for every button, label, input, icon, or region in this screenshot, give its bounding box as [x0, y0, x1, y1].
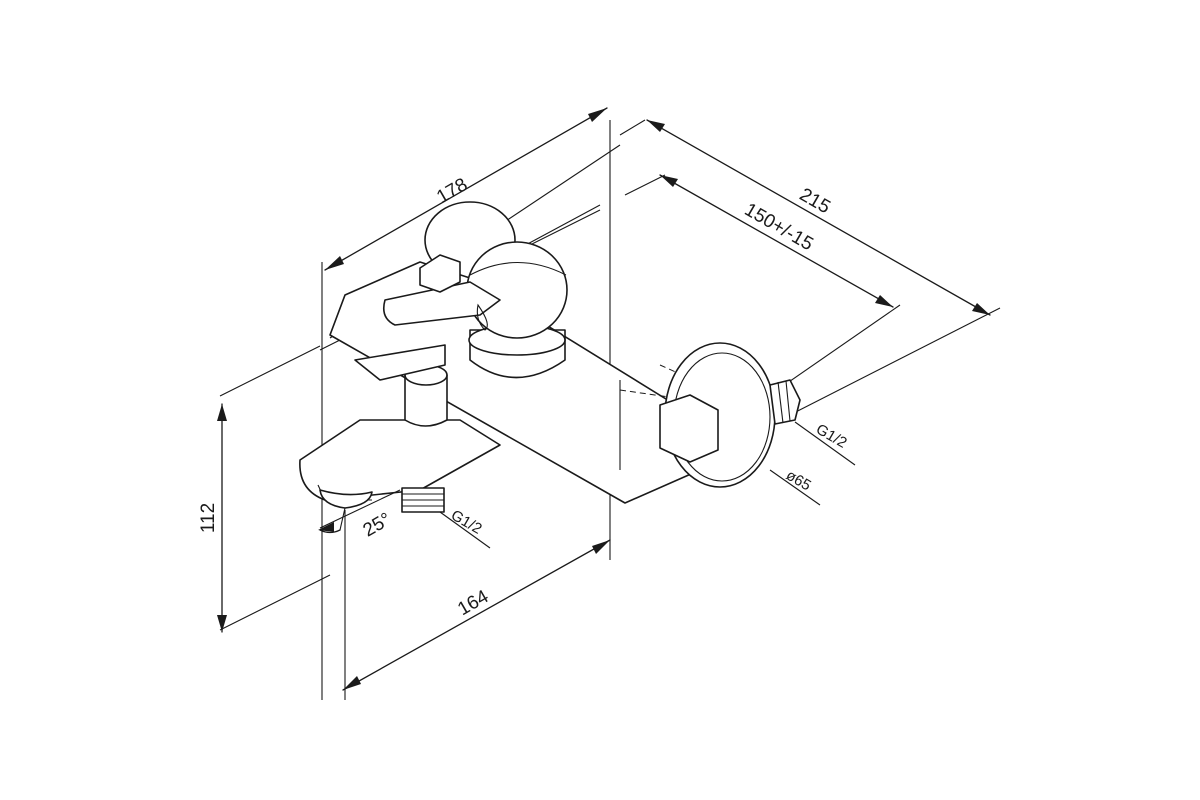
- dimension-178: 178: [324, 107, 608, 271]
- angle-label: 25°: [360, 509, 395, 542]
- wall-flange: [659, 342, 801, 488]
- callout-spout-thread: G1/2: [439, 507, 491, 549]
- flange-diameter-label: ø65: [783, 467, 814, 495]
- dimension-150: 150+/-15: [659, 174, 894, 308]
- dimension-112: 112: [198, 403, 227, 633]
- dimension-215: 215: [646, 119, 991, 316]
- wall-thread-label: G1/2: [813, 421, 850, 452]
- spout-thread: [401, 487, 445, 513]
- dim-label-164: 164: [454, 586, 492, 620]
- spout-thread-label: G1/2: [448, 507, 485, 538]
- dim-label-112: 112: [198, 503, 219, 533]
- faucet-body: [299, 201, 761, 531]
- callout-wall-thread: G1/2: [794, 421, 856, 466]
- dim-label-215: 215: [796, 184, 834, 218]
- callout-flange-diameter: ø65: [769, 467, 821, 506]
- dimension-164: 164: [342, 539, 611, 691]
